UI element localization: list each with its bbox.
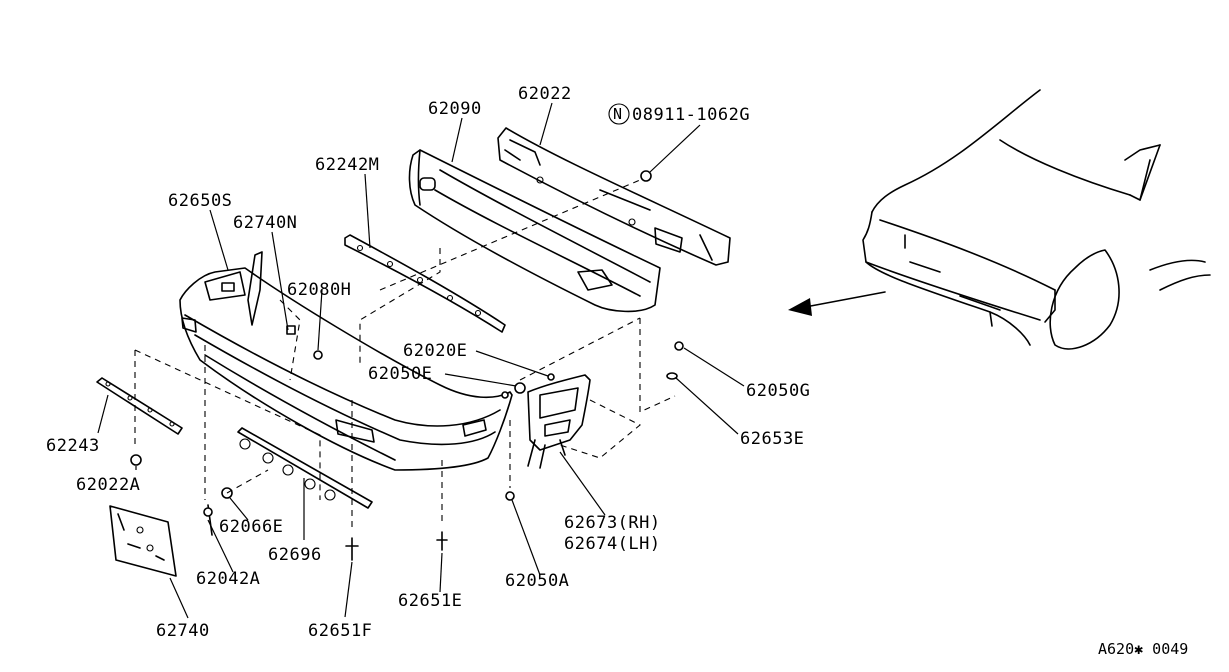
label-08911-group: N 08911-1062G [608, 103, 750, 125]
label-62020E: 62020E [403, 341, 467, 361]
label-62653E: 62653E [740, 429, 804, 449]
label-62696: 62696 [268, 545, 322, 565]
label-62243: 62243 [46, 436, 100, 456]
label-62042A: 62042A [196, 569, 260, 589]
label-62022A: 62022A [76, 475, 140, 495]
label-62740N: 62740N [233, 213, 297, 233]
label-62673-rh: 62673(RH) [564, 513, 661, 533]
label-62242M: 62242M [315, 155, 379, 175]
bumper-reinforcement-62090 [408, 149, 661, 313]
diagram-code: A620✱ 0049 [1098, 640, 1188, 658]
label-62080H: 62080H [287, 280, 351, 300]
label-62651E: 62651E [398, 591, 462, 611]
part-labels: 62090 62022 N 08911-1062G 62242M 62650S … [46, 84, 1188, 658]
label-62022: 62022 [518, 84, 572, 104]
moulding-strip-62242M [344, 234, 506, 333]
label-62050G: 62050G [746, 381, 810, 401]
alignment-dashed-lines [134, 179, 676, 530]
label-62651F: 62651F [308, 621, 372, 641]
n-circle-icon [608, 103, 630, 125]
vehicle-reference-illustration [862, 89, 1211, 350]
bracket-62243 [96, 377, 183, 435]
label-08911-1062G: 08911-1062G [632, 105, 750, 125]
label-08911-prefix: N [613, 105, 622, 123]
label-62090: 62090 [428, 99, 482, 119]
label-62050E: 62050E [368, 364, 432, 384]
label-62066E: 62066E [219, 517, 283, 537]
lower-strip-62696 [237, 427, 373, 509]
leader-lines [97, 102, 745, 619]
label-62674-lh: 62674(LH) [564, 534, 661, 554]
license-plate-bracket-62740 [109, 505, 177, 577]
fastener-group [130, 170, 684, 561]
label-62650S: 62650S [168, 191, 232, 211]
label-62740: 62740 [156, 621, 210, 641]
bumper-fascia-62650S [179, 251, 513, 471]
label-62050A: 62050A [505, 571, 569, 591]
direction-arrow [788, 291, 886, 316]
side-bracket-62673-62674 [527, 374, 591, 469]
